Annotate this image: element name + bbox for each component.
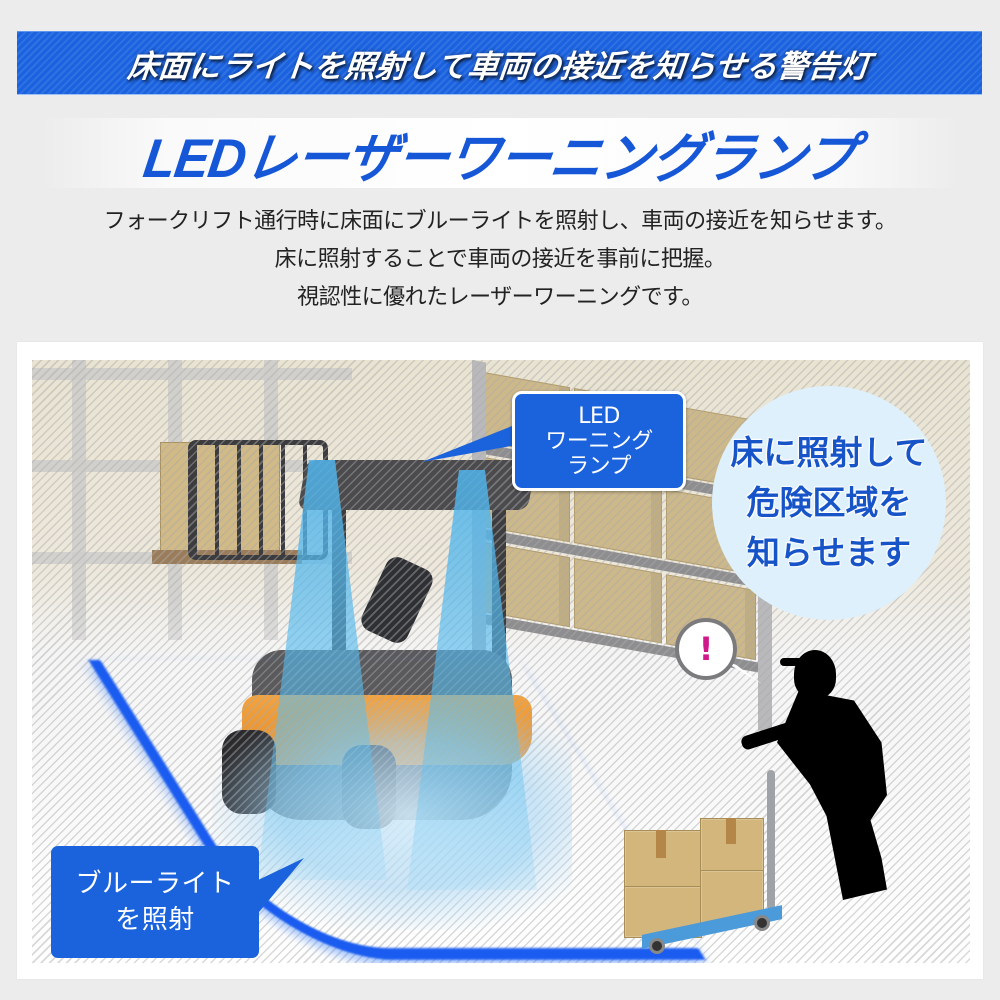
callout-line: ブルーライト <box>75 869 235 899</box>
forklift-seat <box>357 553 437 647</box>
circle-callout-line: 知らせます <box>746 533 912 572</box>
product-title-band: LEDレーザーワーニングランプ <box>40 118 960 189</box>
exclamation-alert-bubble: ! <box>675 618 737 680</box>
header-banner: 床面にライトを照射して車両の接近を知らせる警告灯 <box>17 31 982 95</box>
led-warning-lamp-callout: LED ワーニング ランプ <box>512 391 686 491</box>
worker-silhouette-head <box>794 650 836 698</box>
banner-headline: 床面にライトを照射して車両の接近を知らせる警告灯 <box>126 48 873 85</box>
danger-zone-circle-callout: 床に照射して 危険区域を 知らせます <box>712 386 946 620</box>
warehouse-scene: LED ワーニング ランプ 床に照射して 危険区域を 知らせます ! <box>32 360 970 963</box>
illustration-frame: LED ワーニング ランプ 床に照射して 危険区域を 知らせます ! <box>17 342 983 979</box>
hand-cart-handle <box>767 770 775 910</box>
product-title: LEDレーザーワーニングランプ <box>139 128 859 190</box>
callout-line: ワーニング <box>545 428 653 454</box>
callout-line: を照射 <box>115 905 195 935</box>
callout-line: ランプ <box>567 453 631 479</box>
circle-callout-line: 床に照射して <box>730 433 928 472</box>
exclamation-icon: ! <box>698 630 714 668</box>
box-tape <box>656 830 666 858</box>
callout-line: LED <box>578 403 620 429</box>
rack-box <box>574 557 662 644</box>
description-line: 視認性に優れたレーザーワーニングです。 <box>297 285 703 310</box>
blue-light-callout: ブルーライト を照射 <box>51 846 259 958</box>
description-line: フォークリフト通行時に床面にブルーライトを照射し、車両の接近を知らせます。 <box>103 209 897 234</box>
description-line: 床に照射することで車両の接近を事前に把握。 <box>274 247 726 272</box>
circle-callout-line: 危険区域を <box>746 483 912 522</box>
cart-wheel <box>649 938 665 954</box>
box-tape <box>726 818 736 844</box>
cart-wheel <box>754 915 770 931</box>
worker-cap <box>780 658 810 666</box>
product-description: フォークリフト通行時に床面にブルーライトを照射し、車両の接近を知らせます。 床に… <box>0 203 1000 317</box>
